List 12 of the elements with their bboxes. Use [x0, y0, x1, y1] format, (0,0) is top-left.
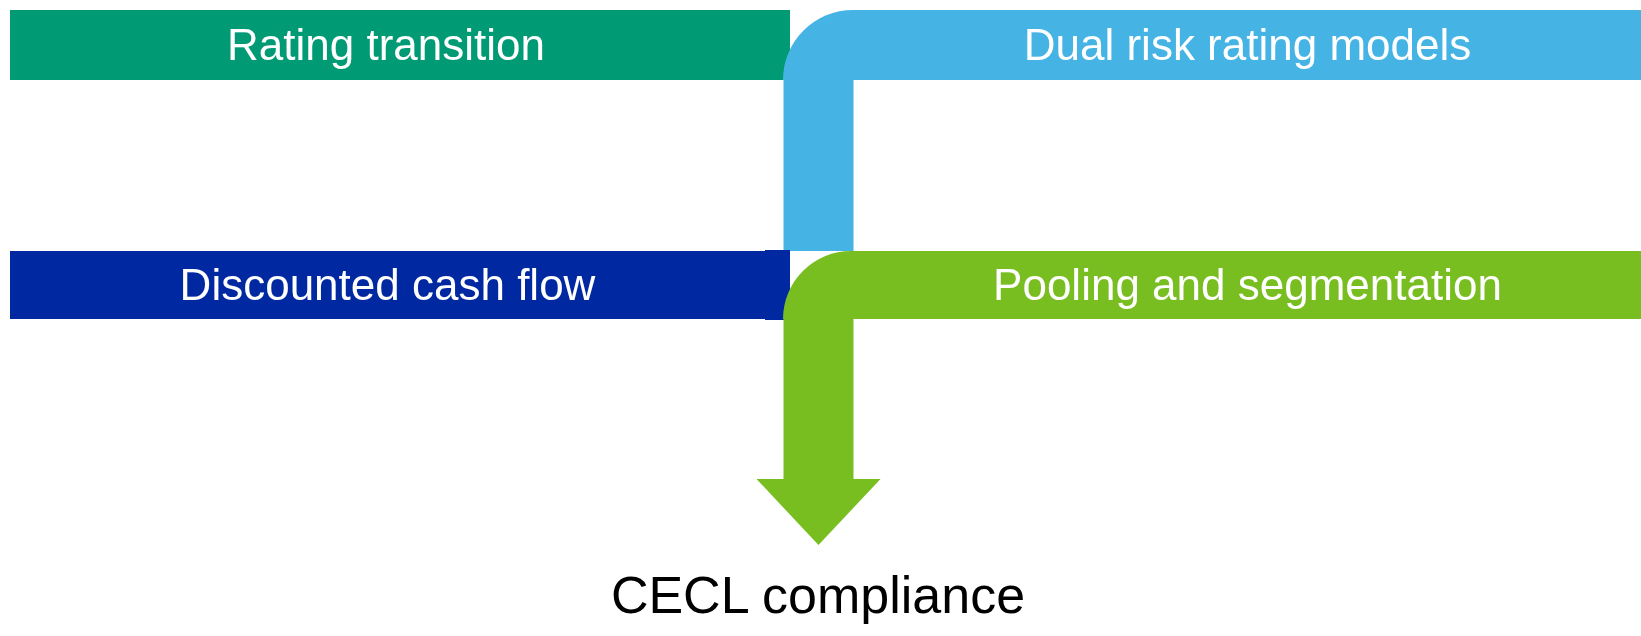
flow-pipe	[765, 250, 790, 320]
band-label: Rating transition	[227, 20, 545, 70]
band	[783, 251, 1641, 319]
band	[10, 251, 765, 319]
band-label: Pooling and segmentation	[993, 260, 1502, 310]
band	[10, 10, 762, 80]
flow-pipe	[762, 10, 790, 80]
band-label: Dual risk rating models	[1023, 20, 1472, 70]
band-label: Discounted cash flow	[179, 260, 596, 310]
band	[783, 10, 1641, 80]
flow-arrow	[756, 319, 881, 545]
band-label: CECL compliance	[610, 565, 1026, 625]
